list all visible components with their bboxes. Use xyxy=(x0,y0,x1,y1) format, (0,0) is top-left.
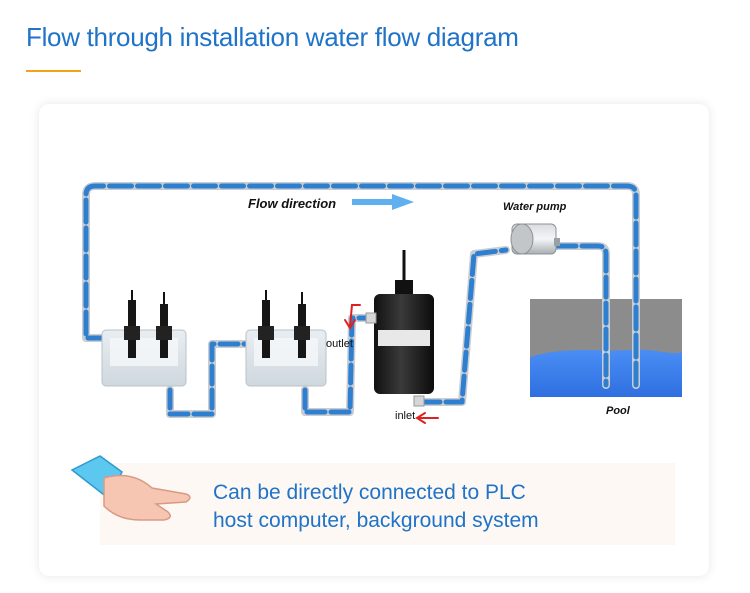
info-banner xyxy=(100,463,675,545)
inlet-label: inlet xyxy=(395,410,416,422)
outlet-label: outlet xyxy=(326,338,353,350)
page-title: Flow through installation water flow dia… xyxy=(26,22,519,52)
pool-label: Pool xyxy=(606,405,630,417)
pipe-network xyxy=(82,182,640,418)
water-pump-label: Water pump xyxy=(503,201,567,213)
banner-line-2: host computer, background system xyxy=(213,509,539,532)
flow-direction-label: Flow direction xyxy=(248,196,337,211)
flow-cell-2 xyxy=(245,290,327,387)
title-underline xyxy=(26,70,81,72)
red-arrow-icon xyxy=(344,304,439,424)
flow-cell-1 xyxy=(101,290,187,387)
sensor-canister xyxy=(365,250,434,407)
banner-line-1: Can be directly connected to PLC xyxy=(213,481,526,504)
hand-pointing-icon xyxy=(70,455,191,521)
water-pump xyxy=(510,223,560,255)
flow-arrow-icon xyxy=(352,194,414,210)
